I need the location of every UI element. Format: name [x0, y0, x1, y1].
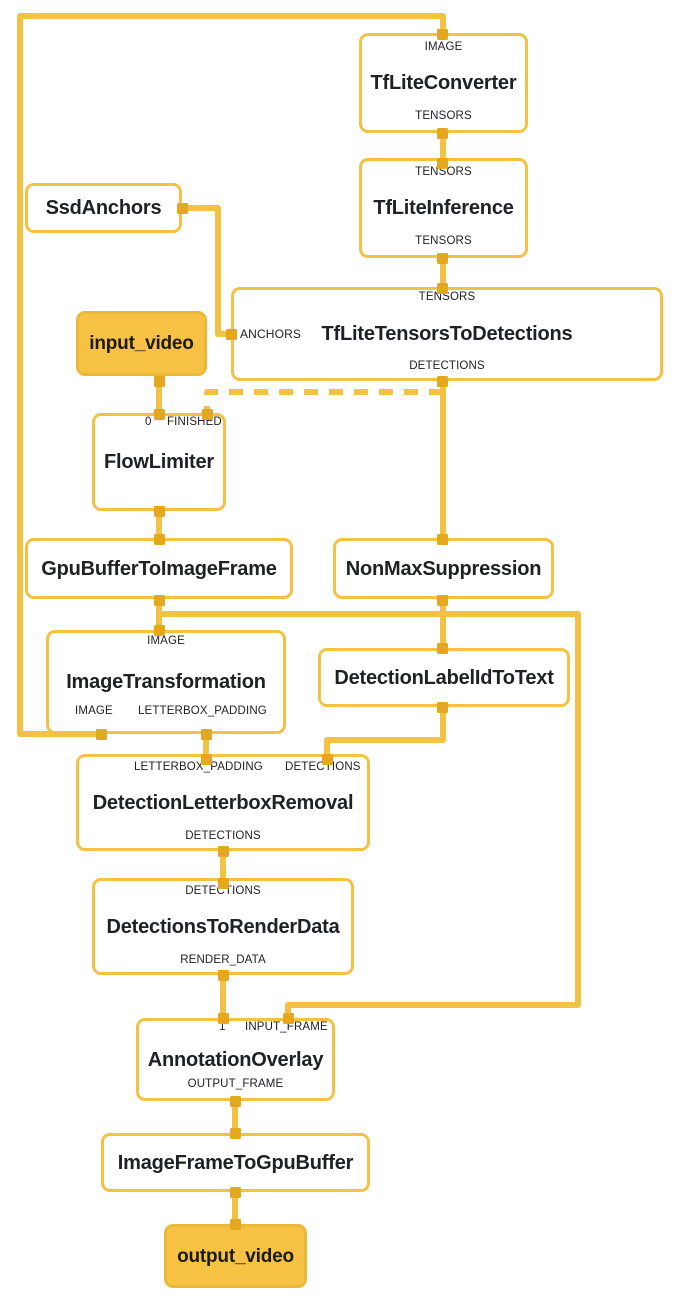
port-label-imagetransformation-padding-out: LETTERBOX_PADDING: [138, 705, 267, 717]
port-letterboxremoval-out: [218, 846, 229, 857]
node-nonmaxsuppression-label: NonMaxSuppression: [345, 557, 542, 580]
node-nonmaxsuppression[interactable]: NonMaxSuppression: [333, 538, 554, 599]
port-label-letterboxremoval-padding-in: LETTERBOX_PADDING: [134, 761, 263, 773]
port-annotationoverlay-out: [230, 1096, 241, 1107]
port-label-imagetransformation-image-in: IMAGE: [147, 635, 185, 647]
port-letterboxremoval-detections-in: [322, 754, 333, 765]
node-flowlimiter-label: FlowLimiter: [103, 451, 215, 473]
node-tfliteinference-label: TfLiteInference: [373, 197, 514, 219]
port-tfliteconverter-tensors-out: [437, 128, 448, 139]
port-detectionlabelidtotext-in: [437, 643, 448, 654]
node-input-video-label: input_video: [89, 333, 194, 354]
node-detectionletterboxremoval-label: DetectionLetterboxRemoval: [92, 791, 354, 814]
port-imageframetogpubuffer-in: [230, 1128, 241, 1139]
node-ssdanchors-label: SsdAnchors: [45, 197, 162, 219]
port-label-tfliteconverter-tensors-out: TENSORS: [415, 110, 472, 122]
port-torenderdata-in: [218, 878, 229, 889]
node-imageframetogpubuffer[interactable]: ImageFrameToGpuBuffer: [101, 1133, 370, 1192]
port-label-annotationoverlay-out: OUTPUT_FRAME: [187, 1078, 284, 1090]
port-tensorstodetections-tensors-in: [437, 283, 448, 294]
port-imagetransformation-padding-out: [201, 729, 212, 740]
port-nonmaxsuppression-out: [437, 595, 448, 606]
port-flowlimiter-finished-in: [202, 409, 213, 420]
port-label-tensorstodetections-anchors-in: ANCHORS: [240, 327, 302, 341]
port-label-imagetransformation-image-out: IMAGE: [75, 705, 113, 717]
port-gpubuffertoimageframe-out: [154, 595, 165, 606]
port-label-flowlimiter-finished-in: FINISHED: [167, 416, 222, 428]
port-label-tfliteconverter-image-in: IMAGE: [424, 41, 463, 53]
port-torenderdata-out: [218, 970, 229, 981]
port-gpubuffertoimageframe-in: [154, 534, 165, 545]
node-detectionlabelidtotext[interactable]: DetectionLabelIdToText: [318, 648, 570, 707]
node-detectionstorenderdata-label: DetectionsToRenderData: [106, 915, 340, 938]
port-detectionlabelidtotext-out: [437, 702, 448, 713]
edge-detectionlabelidtotext-to-letterboxremoval: [324, 707, 446, 758]
node-annotationoverlay-label: AnnotationOverlay: [147, 1048, 324, 1071]
node-gpubuffertoimageframe-label: GpuBufferToImageFrame: [41, 557, 277, 580]
port-tfliteinference-tensors-out: [437, 253, 448, 264]
port-label-torenderdata-out: RENDER_DATA: [180, 954, 266, 966]
port-tensorstodetections-detections-out: [437, 376, 448, 387]
port-label-tensorstodetections-tensors-in: TENSORS: [418, 291, 476, 303]
port-label-letterboxremoval-out: DETECTIONS: [185, 830, 261, 842]
node-imageframetogpubuffer-label: ImageFrameToGpuBuffer: [117, 1151, 354, 1174]
port-annotationoverlay-frame-in: [283, 1013, 294, 1024]
port-flowlimiter-out: [154, 506, 165, 517]
port-annotationoverlay-one-in: [218, 1013, 229, 1024]
node-tfliteconverter-label: TfLiteConverter: [370, 72, 517, 94]
port-tfliteinference-tensors-in: [437, 158, 448, 169]
port-label-annotationoverlay-frame-in: INPUT_FRAME: [245, 1021, 328, 1033]
port-imageframetogpubuffer-out: [230, 1187, 241, 1198]
port-tensorstodetections-anchors-in: [226, 329, 237, 340]
port-imagetransformation-image-in: [154, 625, 165, 636]
port-flowlimiter-zero-in: [154, 409, 165, 420]
port-imagetransformation-image-out: [96, 729, 107, 740]
node-input-video[interactable]: input_video: [76, 311, 207, 376]
port-outputvideo-in: [230, 1219, 241, 1230]
port-label-tfliteinference-tensors-out: TENSORS: [415, 235, 472, 247]
port-ssdanchors-out: [177, 203, 188, 214]
node-tflitetensorstodetections-label: TfLiteTensorsToDetections: [321, 323, 573, 345]
port-nonmaxsuppression-in: [437, 534, 448, 545]
port-label-annotationoverlay-one-in: 1: [219, 1021, 226, 1033]
port-label-flowlimiter-zero-in: 0: [145, 416, 152, 428]
node-output-video-label: output_video: [177, 1245, 294, 1267]
edge-detections-to-flowlimiter-finished: [204, 389, 443, 413]
port-label-tensorstodetections-detections-out: DETECTIONS: [409, 360, 485, 372]
node-output-video[interactable]: output_video: [164, 1224, 307, 1288]
node-gpubuffertoimageframe[interactable]: GpuBufferToImageFrame: [25, 538, 293, 599]
node-imagetransformation-label: ImageTransformation: [66, 671, 266, 693]
node-ssdanchors[interactable]: SsdAnchors: [25, 183, 182, 233]
port-inputvideo-out: [154, 376, 165, 387]
port-tfliteconverter-image-in: [437, 29, 448, 40]
port-letterboxremoval-padding-in: [201, 754, 212, 765]
node-detectionlabelidtotext-label: DetectionLabelIdToText: [334, 666, 554, 689]
